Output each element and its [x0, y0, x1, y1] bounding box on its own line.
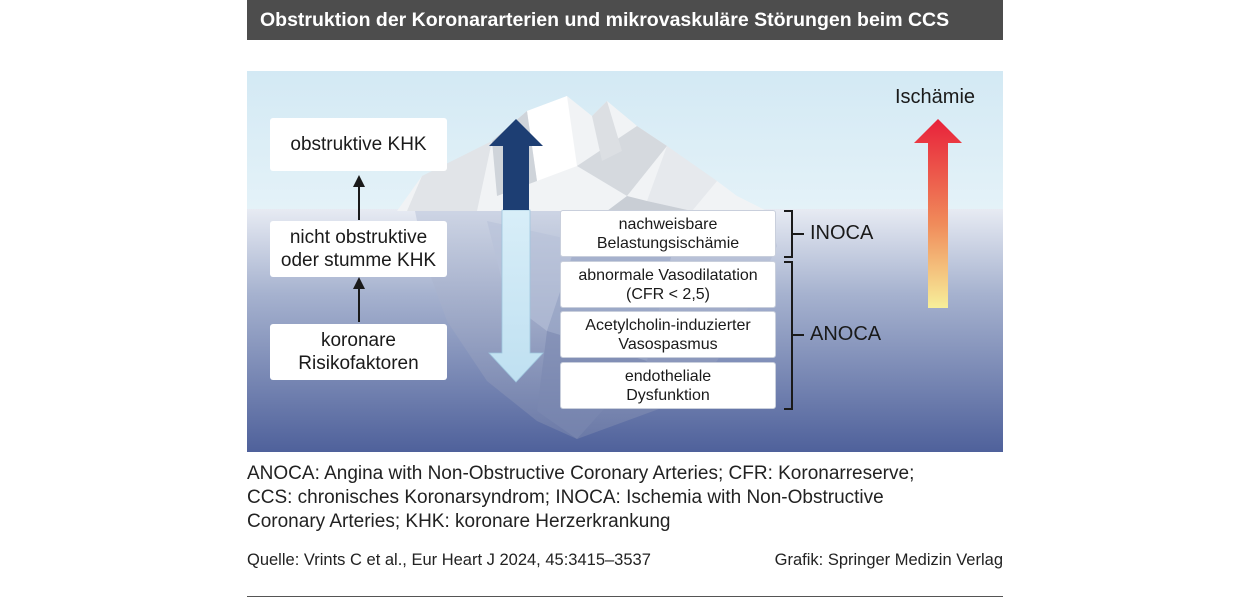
box-vasodilatation: abnormale Vasodilatation (CFR < 2,5): [560, 261, 776, 308]
depth-arrow: [488, 209, 544, 383]
box-obstruktive-khk: obstruktive KHK: [270, 118, 447, 171]
figure-title: Obstruktion der Koronararterien und mikr…: [247, 0, 1003, 40]
legend-line: ANOCA: Angina with Non-Obstructive Coron…: [247, 463, 915, 484]
box-belastungsischaemie: nachweisbare Belastungsischämie: [560, 210, 776, 257]
arrow-up-icon: [353, 277, 365, 289]
anoca-label: ANOCA: [810, 323, 882, 345]
box-vasospasmus: Acetylcholin-induzierter Vasospasmus: [560, 311, 776, 358]
bottom-divider: [247, 596, 1003, 597]
box-nicht-obstruktive-khk: nicht obstruktive oder stumme KHK: [270, 221, 447, 277]
source-citation: Quelle: Vrints C et al., Eur Heart J 202…: [247, 551, 651, 569]
legend-line: CCS: chronisches Koronarsyndrom; INOCA: …: [247, 487, 884, 508]
inoca-label: INOCA: [810, 222, 874, 244]
iceberg-diagram: obstruktive KHK nicht obstruktive oder s…: [247, 71, 1003, 452]
ischaemie-label: Ischämie: [895, 86, 976, 108]
abbreviation-legend: ANOCA: Angina with Non-Obstructive Coron…: [247, 462, 1007, 534]
legend-line: Coronary Arteries; KHK: koronare Herzerk…: [247, 511, 671, 532]
box-risikofaktoren: koronare Risikofaktoren: [270, 324, 447, 380]
severity-arrow: [489, 119, 543, 210]
box-endotheliale-dysfunktion: endotheliale Dysfunktion: [560, 362, 776, 409]
ischemia-arrow: [914, 119, 962, 308]
arrow-up-icon: [353, 175, 365, 187]
graphic-credit: Grafik: Springer Medizin Verlag: [774, 551, 1003, 569]
